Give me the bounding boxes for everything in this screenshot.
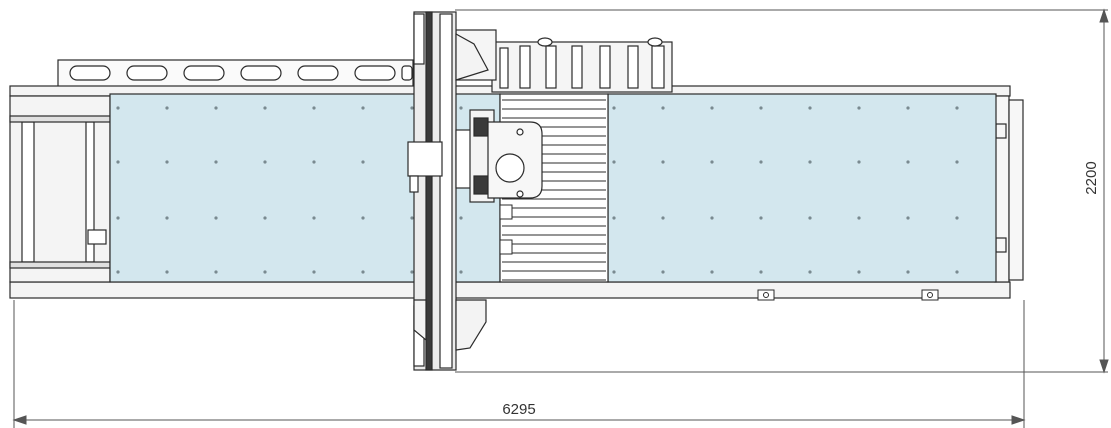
vacuum-hole [214,270,218,274]
vacuum-hole [906,106,910,110]
rail-slot [354,65,396,81]
vacuum-hole [710,216,714,220]
vacuum-hole [116,160,120,164]
vacuum-hole [165,270,169,274]
vacuum-hole [857,160,861,164]
vacuum-hole [759,160,763,164]
vacuum-hole [661,270,665,274]
vacuum-hole [710,270,714,274]
gantry-beam [407,11,489,371]
vacuum-hole [410,216,414,220]
vacuum-hole [312,160,316,164]
length-dimension-label: 6295 [502,401,535,418]
vacuum-hole [410,106,414,110]
vacuum-hole [612,216,616,220]
vacuum-hole [955,160,959,164]
spindle-head [455,109,543,203]
vacuum-hole [214,216,218,220]
rail-slot [69,65,111,81]
vacuum-hole [214,106,218,110]
vacuum-hole [955,106,959,110]
vacuum-hole [361,270,365,274]
vacuum-hole [661,160,665,164]
vacuum-hole [808,216,812,220]
vacuum-hole [857,270,861,274]
vacuum-hole [459,216,463,220]
vacuum-hole [361,160,365,164]
vacuum-hole [312,270,316,274]
vacuum-hole [906,270,910,274]
vacuum-hole [263,270,267,274]
vacuum-hole [612,270,616,274]
vacuum-hole [857,216,861,220]
vacuum-hole [312,106,316,110]
vacuum-hole [808,160,812,164]
rail-slot [126,65,168,81]
vacuum-hole [955,216,959,220]
vacuum-hole [312,216,316,220]
vacuum-hole [808,106,812,110]
vacuum-hole [165,216,169,220]
rear-rail [57,59,414,89]
vacuum-hole [612,160,616,164]
dimension-lines [12,8,1109,428]
vacuum-hole [361,216,365,220]
vacuum-hole [361,106,365,110]
vacuum-hole [263,106,267,110]
vacuum-hole [710,106,714,110]
vacuum-hole [116,106,120,110]
rail-slot [297,65,339,81]
vacuum-hole [165,106,169,110]
vacuum-hole [116,216,120,220]
vacuum-hole [214,160,218,164]
rail-slot [240,65,282,81]
vacuum-hole [759,106,763,110]
vacuum-hole [661,106,665,110]
vacuum-hole [759,216,763,220]
vacuum-hole [661,216,665,220]
vacuum-hole [459,270,463,274]
vacuum-hole [410,270,414,274]
vacuum-hole [116,270,120,274]
width-dimension-label: 2200 [1083,161,1100,194]
vacuum-hole [955,270,959,274]
right-end-bracket [994,95,1024,283]
vacuum-hole [906,160,910,164]
vacuum-hole [263,216,267,220]
vacuum-table-right [607,93,997,283]
rail-slot [183,65,225,81]
motor-assembly [455,29,673,93]
vacuum-hole [759,270,763,274]
rail-slot [401,65,413,81]
vacuum-hole [808,270,812,274]
front-clamps [757,289,939,301]
vacuum-hole [165,160,169,164]
vacuum-hole [263,160,267,164]
vacuum-hole [710,160,714,164]
vacuum-hole [459,106,463,110]
vacuum-hole [906,216,910,220]
vacuum-hole [612,106,616,110]
vacuum-hole [857,106,861,110]
